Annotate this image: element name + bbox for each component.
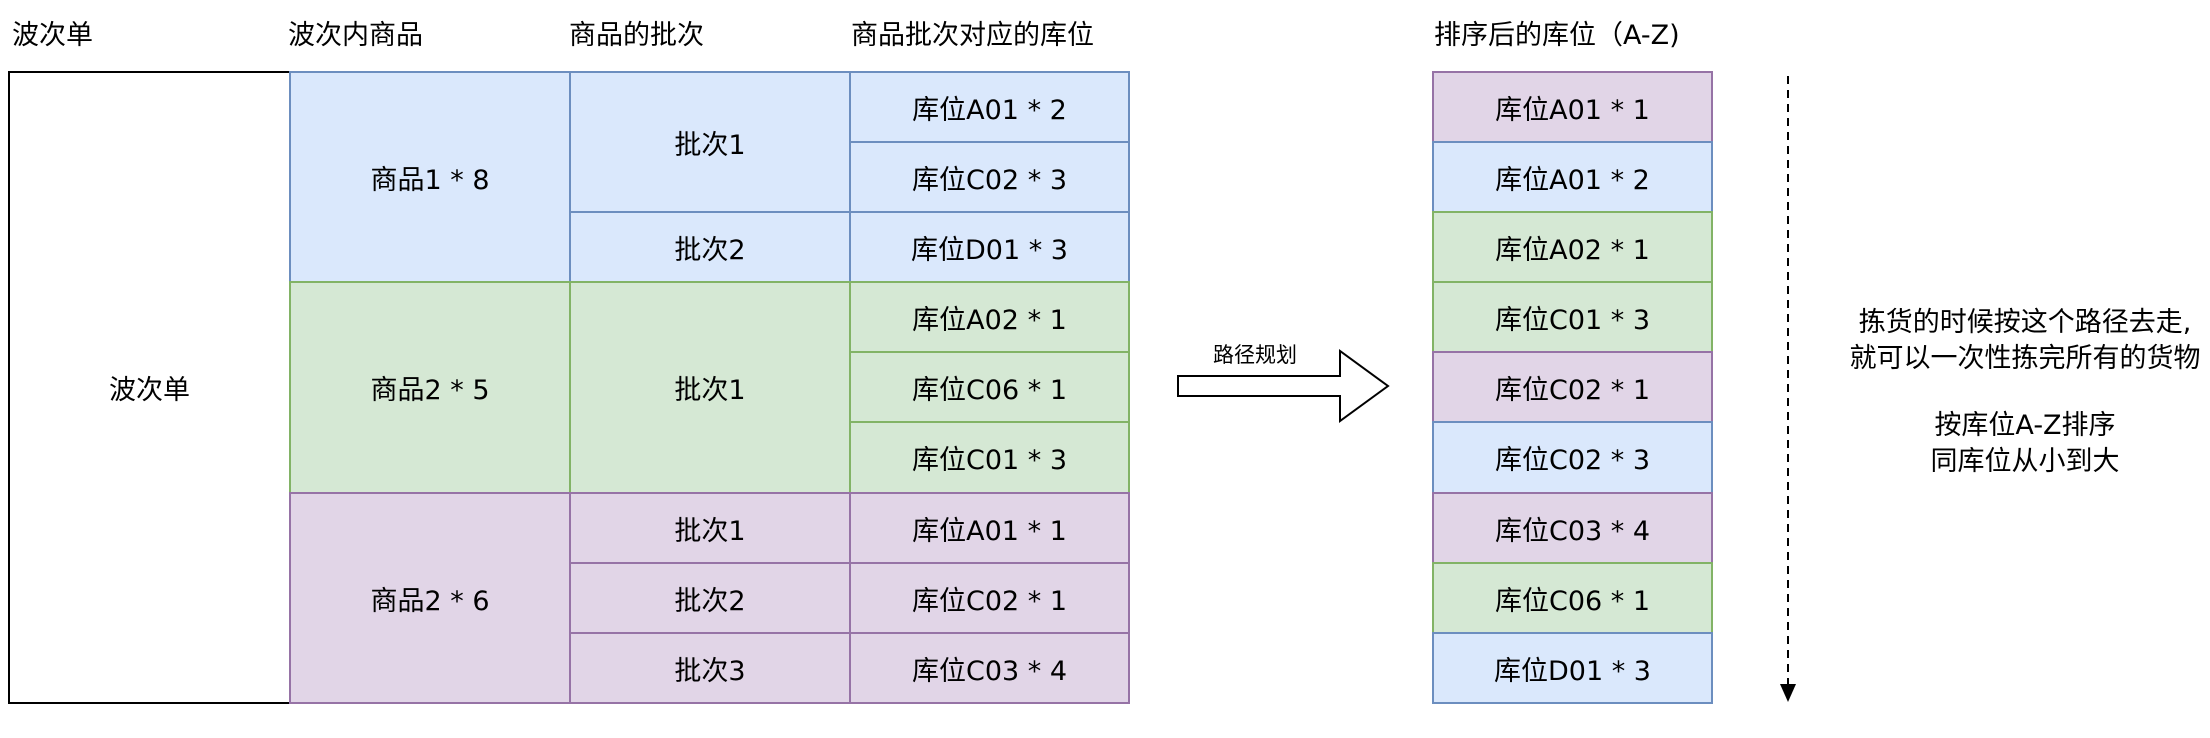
header-goods: 波次内商品 bbox=[288, 20, 423, 51]
sorted-location-label: 库位C01 * 3 bbox=[1494, 304, 1651, 336]
path-planning-label: 路径规划 bbox=[1213, 343, 1297, 367]
location-label: 库位C02 * 1 bbox=[911, 585, 1068, 617]
header-batch: 商品的批次 bbox=[569, 20, 704, 51]
sorted-location-cell: 库位C01 * 3 bbox=[1432, 281, 1713, 353]
batch-cell: 批次2 bbox=[569, 562, 851, 634]
location-cell: 库位A02 * 1 bbox=[849, 281, 1130, 353]
sorted-location-cell: 库位C06 * 1 bbox=[1432, 562, 1713, 634]
location-label: 库位D01 * 3 bbox=[911, 234, 1068, 266]
batch-label: 批次3 bbox=[674, 655, 746, 687]
location-cell: 库位D01 * 3 bbox=[849, 211, 1130, 283]
location-label: 库位C03 * 4 bbox=[911, 655, 1068, 687]
sorted-location-cell: 库位C02 * 1 bbox=[1432, 351, 1713, 423]
location-cell: 库位C02 * 1 bbox=[849, 562, 1130, 634]
goods-label: 商品2 * 6 bbox=[370, 585, 490, 617]
wave-box: 波次单 bbox=[8, 71, 291, 704]
wave-label: 波次单 bbox=[109, 375, 190, 406]
path-planning-arrow bbox=[1177, 349, 1390, 423]
sorted-location-label: 库位A01 * 1 bbox=[1495, 94, 1650, 126]
location-cell: 库位C01 * 3 bbox=[849, 421, 1130, 494]
sorted-location-label: 库位A02 * 1 bbox=[1495, 234, 1650, 266]
header-location: 商品批次对应的库位 bbox=[851, 20, 1094, 51]
picking-note: 拣货的时候按这个路径去走, 就可以一次性拣完所有的货物 bbox=[1845, 305, 2205, 377]
sorted-location-label: 库位C02 * 1 bbox=[1494, 374, 1651, 406]
note-line: 拣货的时候按这个路径去走, bbox=[1858, 307, 2192, 338]
batch-cell: 批次1 bbox=[569, 281, 851, 494]
sorted-location-cell: 库位D01 * 3 bbox=[1432, 632, 1713, 704]
goods-cell: 商品2 * 6 bbox=[289, 492, 571, 704]
sorted-location-label: 库位C03 * 4 bbox=[1494, 515, 1651, 547]
location-cell: 库位C06 * 1 bbox=[849, 351, 1130, 423]
batch-cell: 批次3 bbox=[569, 632, 851, 704]
location-cell: 库位A01 * 2 bbox=[849, 71, 1130, 143]
header-sorted: 排序后的库位（A-Z) bbox=[1434, 20, 1680, 51]
batch-label: 批次1 bbox=[674, 515, 746, 547]
batch-label: 批次2 bbox=[674, 234, 746, 266]
goods-cell: 商品2 * 5 bbox=[289, 281, 571, 494]
location-label: 库位A02 * 1 bbox=[912, 304, 1067, 336]
goods-label: 商品1 * 8 bbox=[370, 164, 490, 196]
sorted-location-cell: 库位C02 * 3 bbox=[1432, 421, 1713, 494]
sorted-location-cell: 库位A01 * 1 bbox=[1432, 71, 1713, 143]
note-line: 就可以一次性拣完所有的货物 bbox=[1849, 343, 2201, 374]
batch-cell: 批次1 bbox=[569, 71, 851, 213]
sorted-location-label: 库位C06 * 1 bbox=[1494, 585, 1651, 617]
note-line: 按库位A-Z排序 bbox=[1934, 410, 2116, 441]
sorted-location-cell: 库位C03 * 4 bbox=[1432, 492, 1713, 564]
location-label: 库位C02 * 3 bbox=[911, 164, 1068, 196]
sorted-location-cell: 库位A01 * 2 bbox=[1432, 141, 1713, 213]
goods-cell: 商品1 * 8 bbox=[289, 71, 571, 283]
sorted-location-label: 库位D01 * 3 bbox=[1494, 655, 1651, 687]
sorted-location-label: 库位C02 * 3 bbox=[1494, 445, 1651, 476]
batch-label: 批次1 bbox=[674, 375, 746, 406]
batch-cell: 批次1 bbox=[569, 492, 851, 564]
header-wave: 波次单 bbox=[12, 20, 93, 51]
sorted-location-label: 库位A01 * 2 bbox=[1495, 164, 1650, 196]
order-arrow bbox=[1780, 76, 1796, 702]
location-label: 库位C06 * 1 bbox=[911, 374, 1068, 406]
location-cell: 库位C03 * 4 bbox=[849, 632, 1130, 704]
sorted-location-cell: 库位A02 * 1 bbox=[1432, 211, 1713, 283]
goods-label: 商品2 * 5 bbox=[370, 375, 490, 406]
location-cell: 库位C02 * 3 bbox=[849, 141, 1130, 213]
location-label: 库位C01 * 3 bbox=[911, 445, 1068, 476]
note-line: 同库位从小到大 bbox=[1930, 446, 2120, 477]
location-label: 库位A01 * 1 bbox=[912, 515, 1067, 547]
batch-cell: 批次2 bbox=[569, 211, 851, 283]
sorting-note: 按库位A-Z排序 同库位从小到大 bbox=[1845, 408, 2205, 480]
location-cell: 库位A01 * 1 bbox=[849, 492, 1130, 564]
batch-label: 批次2 bbox=[674, 585, 746, 617]
batch-label: 批次1 bbox=[674, 129, 746, 161]
location-label: 库位A01 * 2 bbox=[912, 94, 1067, 126]
